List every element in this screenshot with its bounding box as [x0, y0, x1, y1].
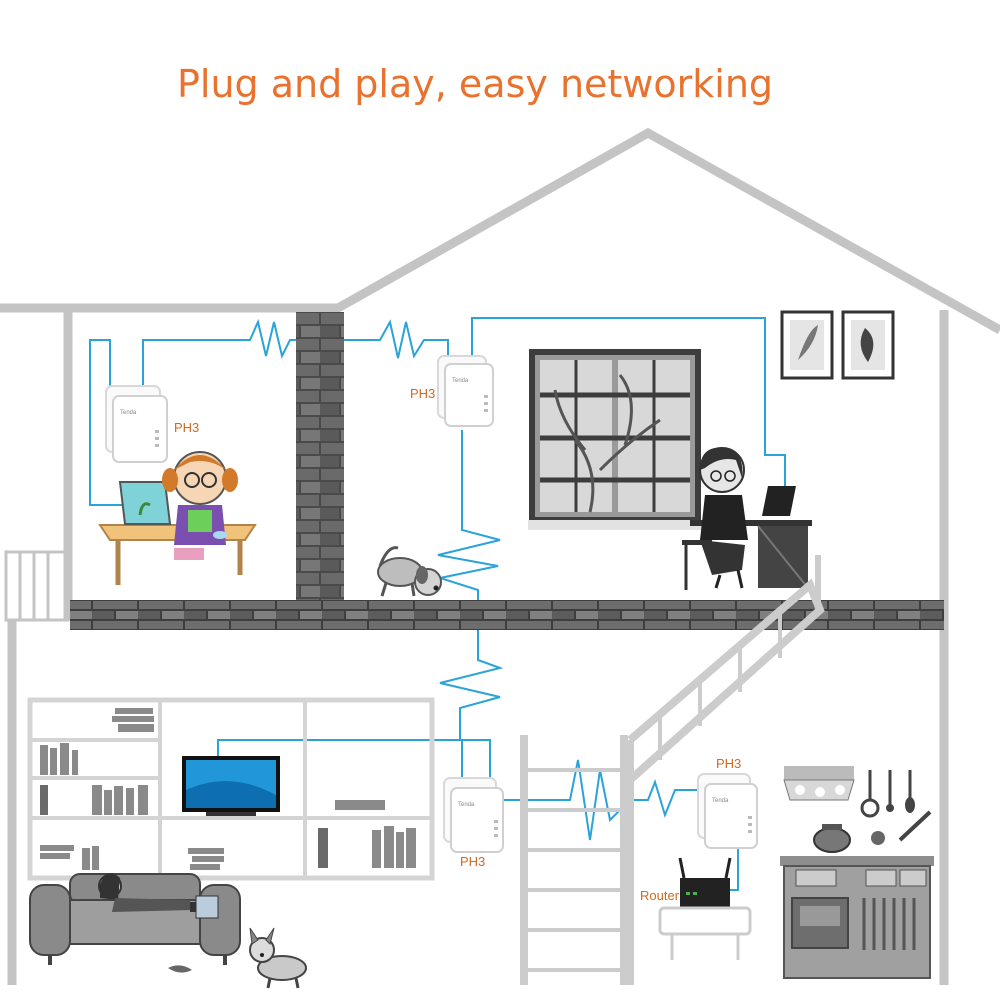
brick-wall	[296, 312, 344, 602]
dog-illustration-upper	[377, 546, 442, 597]
device-brand: Tenda	[120, 410, 137, 416]
ph3-label-lower-middle: PH3	[460, 854, 485, 869]
sofa-with-woman-illustration	[29, 873, 241, 965]
ph3-label-upper-left: PH3	[174, 420, 199, 435]
balcony-railing	[4, 550, 70, 622]
roof-line	[0, 127, 1000, 334]
wire-upper-left-laptop	[89, 339, 125, 506]
woman-at-desk-illustration	[682, 447, 812, 590]
device-brand: Tenda	[712, 798, 729, 804]
router-label: Router	[640, 888, 680, 903]
ph3-device-upper-middle: Tenda	[437, 355, 494, 427]
ph3-device-upper-left: Tenda	[105, 385, 168, 463]
picture-frame-left	[780, 310, 834, 380]
picture-frame-right	[841, 310, 895, 380]
staircase	[520, 555, 825, 985]
wire-tv	[217, 739, 463, 780]
ph3-label-upper-middle: PH3	[410, 386, 435, 401]
house-outline	[0, 127, 1000, 985]
corgi-illustration	[168, 927, 307, 989]
router-icon	[678, 857, 732, 908]
wire-upper-right	[471, 317, 786, 487]
living-room-bookshelf	[27, 697, 435, 881]
wire-through-wall	[344, 319, 449, 365]
router-shelf	[658, 906, 752, 960]
girl-with-laptop-illustration	[98, 451, 257, 585]
window-with-tree	[528, 349, 702, 530]
tv-icon	[182, 756, 280, 816]
wire-lower-zigzag	[439, 630, 504, 780]
ph3-device-lower-middle: Tenda	[443, 777, 504, 853]
device-brand: Tenda	[452, 378, 469, 384]
ph3-label-lower-right: PH3	[716, 756, 741, 771]
device-brand: Tenda	[458, 802, 475, 808]
wire-down-to-floor	[436, 430, 501, 600]
wire-upper-left-zigzag	[142, 318, 296, 392]
kitchen-illustration	[780, 766, 934, 979]
page-title: Plug and play, easy networking	[176, 62, 774, 106]
ph3-device-lower-right: Tenda	[697, 773, 758, 849]
